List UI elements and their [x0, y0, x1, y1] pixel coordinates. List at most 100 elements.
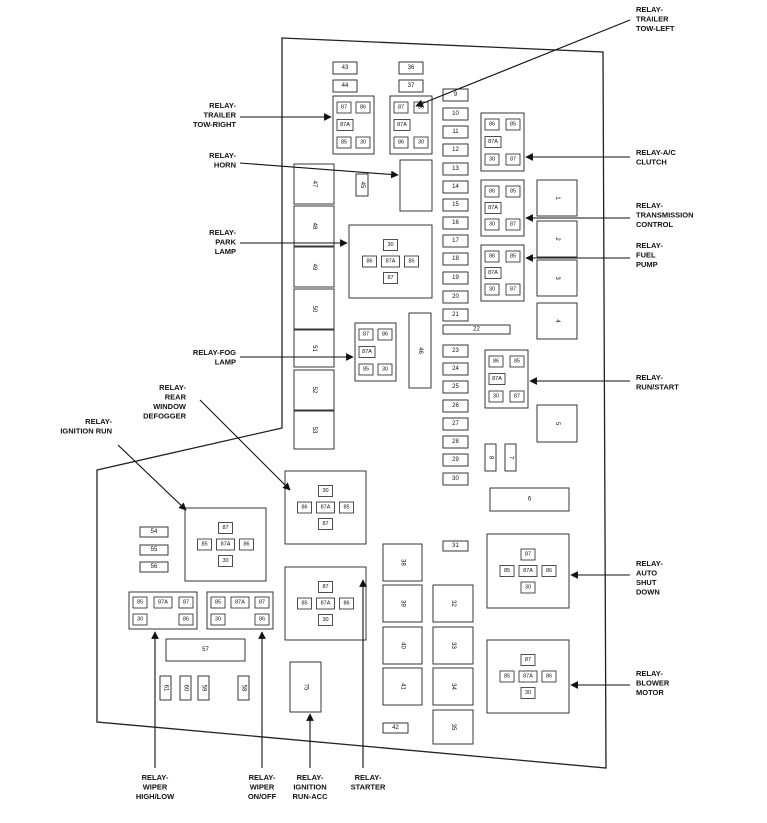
label-line: RELAY-: [209, 228, 236, 237]
pin-label: 85: [301, 601, 307, 607]
relay-pin: 87A: [518, 670, 538, 683]
fuse-label: 30: [452, 476, 459, 482]
fuse-55: 55: [139, 544, 169, 556]
label-line: PARK: [215, 238, 236, 247]
pin-label: 30: [525, 585, 531, 591]
pin-label: 87: [183, 600, 189, 606]
fuse-10: 10: [442, 107, 469, 121]
relay-pin: 87: [358, 328, 374, 341]
fuse-label: 43: [342, 65, 349, 71]
label-ignition-run: RELAY-IGNITION RUN: [60, 417, 112, 436]
fuse-label: 51: [311, 345, 317, 352]
relay-pin: 30: [355, 136, 371, 149]
fuse-56: 56: [139, 561, 169, 573]
fuse-label: 49: [311, 264, 317, 271]
relay-pin: 87: [218, 522, 233, 534]
fuse-11: 11: [442, 125, 469, 139]
label-line: TOW-LEFT: [636, 24, 675, 33]
pin-label: 85: [510, 189, 516, 195]
fuse-label: 4: [554, 319, 560, 323]
pin-label: 87A: [488, 139, 498, 145]
relay-pin: 86: [541, 670, 557, 683]
relay-pin: 87: [318, 518, 333, 530]
fuse-41: 41: [382, 667, 423, 706]
fuse-53: 53: [293, 410, 335, 450]
relay-pin: 30: [488, 390, 504, 403]
relay-pin: 85: [505, 250, 521, 263]
relay-pin: 30: [413, 136, 429, 149]
label-line: RELAY-: [209, 101, 236, 110]
relay-pin: 85: [505, 118, 521, 131]
pin-label: 30: [222, 558, 228, 564]
label-line: WINDOW: [153, 402, 187, 411]
pin-label: 30: [322, 488, 328, 494]
fuse-label: 27: [452, 421, 459, 427]
relay-pin: 86: [488, 355, 504, 368]
pin-label: 87: [514, 394, 520, 400]
fuse-label: 44: [342, 83, 349, 89]
label-line: RELAY-: [142, 773, 169, 782]
fuse-28: 28: [442, 435, 469, 449]
fuse-7: 7: [504, 443, 517, 472]
relay-pin: 86: [377, 328, 393, 341]
pin-label: 87: [387, 275, 393, 281]
relay-pin: 87: [336, 101, 352, 114]
pin-label: 87: [322, 584, 328, 590]
label-line: TRAILER: [636, 15, 669, 24]
fuse-label: 32: [450, 600, 456, 607]
relay-pin: 87A: [484, 136, 502, 148]
relay-pin: 86: [254, 613, 270, 626]
pin-label: 86: [366, 259, 372, 265]
label-line: HIGH/LOW: [136, 792, 175, 801]
fuse-label: 39: [400, 600, 406, 607]
relay-pin: 87: [520, 548, 536, 561]
relay-pin: 87A: [518, 565, 538, 577]
relay-pin: 86: [355, 101, 371, 114]
relay-pin: 87: [505, 283, 521, 296]
fuse-32: 32: [432, 584, 474, 623]
fuse-39: 39: [382, 584, 423, 623]
label-line: IGNITION RUN: [60, 427, 112, 436]
fuse-label: 47: [311, 181, 317, 188]
label-line: RELAY-: [636, 5, 663, 14]
fuse-label: 6: [528, 497, 532, 503]
pin-label: 30: [489, 222, 495, 228]
fuse-label: 22: [473, 327, 480, 333]
label-line: RELAY-: [297, 773, 324, 782]
pin-label: 86: [489, 189, 495, 195]
relay-pin: 86: [484, 250, 500, 263]
relay-pin: 87A: [230, 596, 250, 609]
fuse-51: 51: [293, 329, 335, 368]
fuse-label: 20: [452, 294, 459, 300]
relay-pin: 30: [484, 218, 500, 231]
label-line: WIPER: [250, 783, 275, 792]
pin-label: 86: [398, 140, 404, 146]
fuse-label: 12: [452, 147, 459, 153]
leader-horn: [239, 162, 399, 179]
relay-pin: 87: [509, 390, 525, 403]
relay-pin: 86: [178, 613, 194, 626]
fuse-label: 46: [417, 347, 423, 354]
label-line: TRAILER: [204, 111, 237, 120]
pin-label: 86: [243, 542, 249, 548]
pin-label: 87A: [235, 600, 245, 606]
relay-pin: 30: [210, 613, 226, 626]
fuse-22: 22: [442, 324, 511, 335]
relay-pin: 30: [520, 687, 536, 699]
relay-pin: 30: [318, 614, 333, 626]
fuse-52: 52: [293, 369, 335, 411]
label-line: RUN-ACC: [293, 792, 329, 801]
pin-label: 87: [363, 332, 369, 338]
relay-pin: 85: [358, 363, 374, 376]
pin-label: 87: [398, 105, 404, 111]
label-run-start: RELAY-RUN/START: [636, 373, 679, 392]
label-line: IGNITION: [293, 783, 326, 792]
relay-pin: 85: [499, 565, 515, 577]
